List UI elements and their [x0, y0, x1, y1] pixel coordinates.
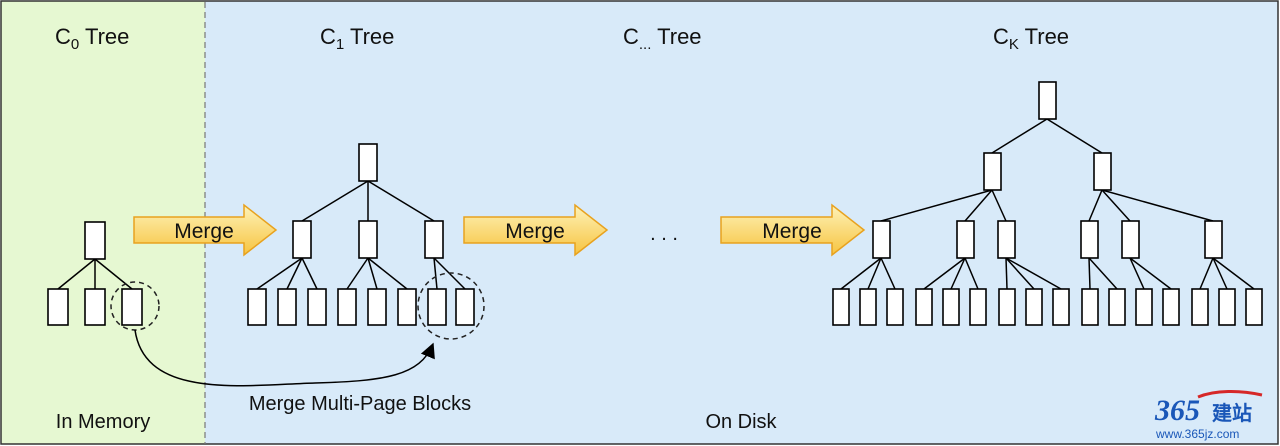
ck-leaf-node: [1135, 288, 1153, 326]
svg-text:建站: 建站: [1212, 401, 1252, 425]
ck-leaf-node: [1162, 288, 1180, 326]
ck-leaf-node: [1081, 288, 1099, 326]
ck-leaf-node: [1245, 288, 1263, 326]
ck-leaf-node: [1108, 288, 1126, 326]
c1-inner-node: [358, 220, 378, 259]
c1-leaf-node: [247, 288, 267, 326]
ck-inner-node: [1080, 220, 1099, 259]
ck-leaf-node: [1191, 288, 1209, 326]
c1-leaf-node: [367, 288, 387, 326]
ck-leaf-node: [1052, 288, 1070, 326]
c1-inner-node: [292, 220, 312, 259]
tree-title-c0: C0 Tree: [55, 24, 129, 53]
c1-root-node: [358, 143, 378, 182]
c1-leaf-node: [397, 288, 417, 326]
c0-leaf-node: [47, 288, 69, 326]
multi-page-blocks-label: Merge Multi-Page Blocks: [249, 393, 471, 415]
c1-tree: [247, 143, 475, 326]
ellipsis-text: . . .: [650, 223, 678, 245]
tree-title-cmid: C... Tree: [623, 24, 702, 53]
merge-label-2: Merge: [505, 220, 565, 243]
ck-root-node: [1038, 81, 1057, 120]
tree-title-ck: CK Tree: [993, 24, 1069, 53]
ck-leaf-node: [859, 288, 877, 326]
on-disk-label: On Disk: [705, 411, 777, 433]
c1-leaf-node: [307, 288, 327, 326]
c1-leaf-node: [337, 288, 357, 326]
c0-tree: [47, 221, 143, 326]
ck-inner-node: [983, 152, 1002, 191]
merge-label-1: Merge: [174, 220, 234, 243]
c1-target-blocks-circle: [417, 272, 485, 340]
c1-leaf-node: [277, 288, 297, 326]
watermark-logo: 365 建站 www.365jz.com: [1154, 389, 1263, 441]
tree-title-c1: C1 Tree: [320, 24, 394, 53]
merge-arrow-2: Merge: [463, 203, 609, 257]
ck-inner-node: [1204, 220, 1223, 259]
multi-page-merge-arrow: [134, 329, 435, 387]
watermark-url: www.365jz.com: [1155, 427, 1239, 441]
merge-arrow-1: Merge: [133, 203, 278, 257]
c0-leaf-node: [121, 288, 143, 326]
ck-tree: [832, 81, 1263, 326]
c1-inner-node: [424, 220, 444, 259]
merge-label-3: Merge: [762, 220, 822, 243]
merge-arrow-3: Merge: [720, 203, 866, 257]
ck-leaf-node: [886, 288, 904, 326]
c0-root-node: [84, 221, 106, 260]
ck-inner-node: [956, 220, 975, 259]
ck-inner-node: [1093, 152, 1112, 191]
ck-leaf-node: [942, 288, 960, 326]
ck-inner-node: [997, 220, 1016, 259]
c1-leaf-node: [427, 288, 447, 326]
in-memory-label: In Memory: [56, 411, 150, 433]
c1-leaf-node: [455, 288, 475, 326]
ck-leaf-node: [1025, 288, 1043, 326]
ck-leaf-node: [915, 288, 933, 326]
ck-leaf-node: [969, 288, 987, 326]
svg-text:365: 365: [1154, 394, 1200, 427]
ck-inner-node: [1121, 220, 1140, 259]
ck-leaf-node: [998, 288, 1016, 326]
c0-leaf-node: [84, 288, 106, 326]
ck-leaf-node: [832, 288, 850, 326]
ck-leaf-node: [1218, 288, 1236, 326]
ck-inner-node: [872, 220, 891, 259]
